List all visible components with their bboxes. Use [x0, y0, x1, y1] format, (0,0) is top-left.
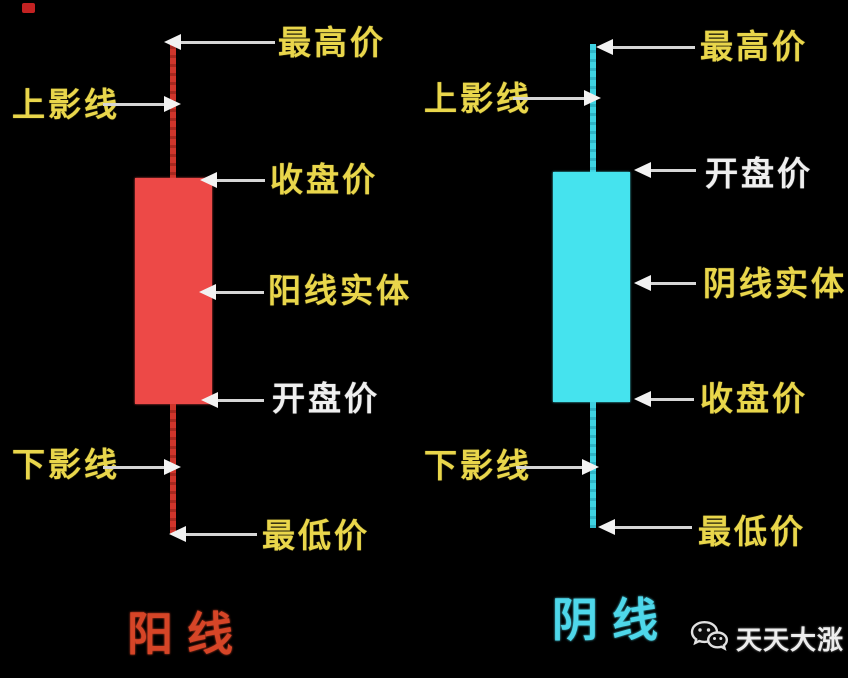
watermark: 天天大涨 — [690, 620, 844, 657]
wechat-icon — [690, 620, 729, 657]
arrow-head-icon — [634, 162, 651, 178]
arrow-head-icon — [199, 284, 216, 300]
bullish-lower-shadow-arrow — [103, 459, 181, 475]
arrow-head-icon — [634, 391, 651, 407]
bullish-open-label: 开盘价 — [272, 379, 380, 418]
stray-red-dot — [22, 3, 35, 13]
bearish-candle-body — [553, 172, 630, 402]
bullish-caption: 阳线 — [127, 607, 247, 661]
bullish-open-arrow — [201, 392, 264, 408]
arrow-head-icon — [169, 526, 186, 542]
arrow-head-icon — [634, 275, 651, 291]
watermark-text: 天天大涨 — [736, 626, 845, 656]
arrow-head-icon — [200, 172, 217, 188]
bearish-upper-shadow-label: 上影线 — [424, 79, 532, 118]
bullish-close-label: 收盘价 — [270, 160, 378, 199]
bearish-lower-shadow-label: 下影线 — [424, 446, 532, 485]
bullish-lower-shadow-label: 下影线 — [12, 445, 120, 484]
arrow-head-icon — [164, 96, 181, 112]
arrow-head-icon — [164, 459, 181, 475]
bearish-open-label: 开盘价 — [705, 154, 813, 193]
bearish-close-label: 收盘价 — [700, 379, 808, 418]
bearish-lower-shadow-arrow — [516, 459, 599, 475]
bearish-highest-label: 最高价 — [700, 27, 808, 66]
bearish-close-arrow — [634, 391, 694, 407]
bearish-open-arrow — [634, 162, 696, 178]
bearish-upper-shadow-arrow — [513, 90, 601, 106]
bullish-highest-arrow — [164, 34, 275, 50]
bullish-close-arrow — [200, 172, 265, 188]
bearish-lowest-label: 最低价 — [698, 512, 806, 551]
arrow-head-icon — [598, 519, 615, 535]
arrow-head-icon — [582, 459, 599, 475]
bullish-highest-label: 最高价 — [278, 23, 386, 62]
bearish-lowest-arrow — [598, 519, 692, 535]
bearish-caption: 阴线 — [552, 593, 672, 647]
arrow-head-icon — [596, 39, 613, 55]
bullish-upper-shadow-arrow — [103, 96, 181, 112]
bullish-body-label: 阳线实体 — [268, 271, 412, 310]
bearish-body-arrow — [634, 275, 696, 291]
arrow-head-icon — [201, 392, 218, 408]
bearish-upper-shadow-line — [590, 44, 596, 174]
bearish-body-label: 阴线实体 — [703, 264, 847, 303]
bullish-body-arrow — [199, 284, 264, 300]
bullish-lowest-arrow — [169, 526, 257, 542]
arrow-head-icon — [584, 90, 601, 106]
bullish-lowest-label: 最低价 — [262, 516, 370, 555]
arrow-head-icon — [164, 34, 181, 50]
bearish-highest-arrow — [596, 39, 695, 55]
bullish-upper-shadow-label: 上影线 — [12, 85, 120, 124]
